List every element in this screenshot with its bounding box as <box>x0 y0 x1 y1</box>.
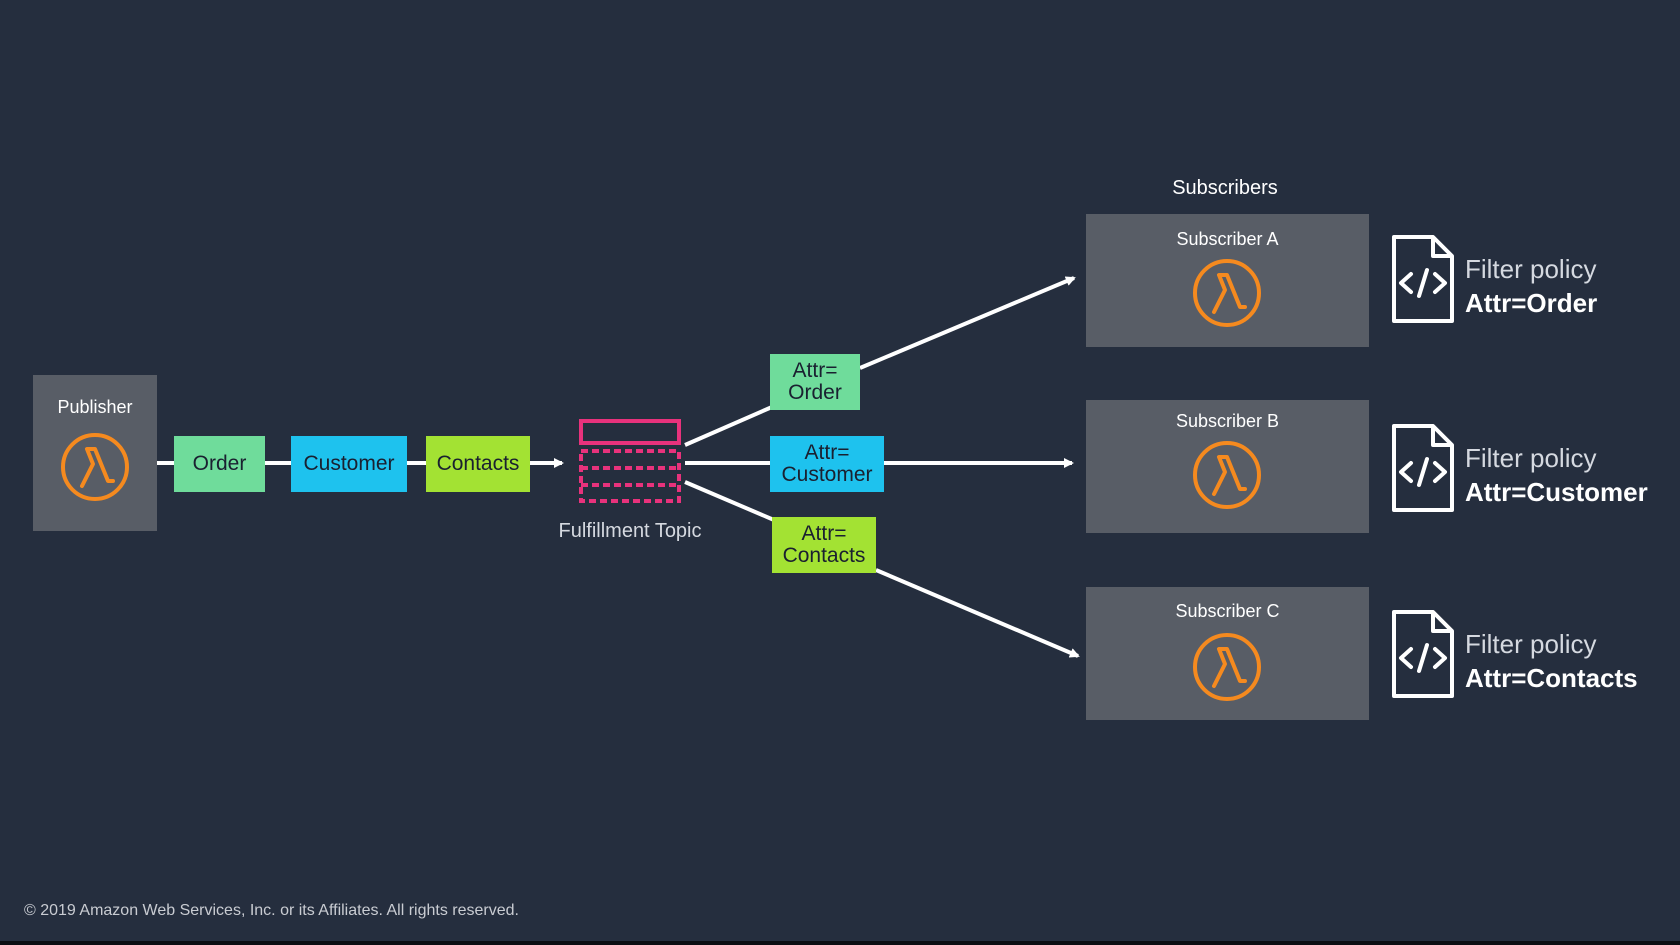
lambda-icon <box>1193 633 1261 701</box>
message-order: Order <box>174 436 265 492</box>
copyright-notice: © 2019 Amazon Web Services, Inc. or its … <box>24 902 519 919</box>
subscriber-b-box: Subscriber B <box>1086 400 1369 533</box>
subscriber-a-title: Subscriber A <box>1176 229 1279 249</box>
subscriber-b-title: Subscriber B <box>1175 411 1280 431</box>
subscriber-c-title: Subscriber C <box>1175 601 1280 621</box>
topic-to-order-line <box>684 405 773 447</box>
lambda-icon <box>1193 259 1261 327</box>
topic-to-contacts-line <box>684 480 775 522</box>
code-document-icon <box>1392 424 1454 512</box>
attr-order-tag: Attr= Order <box>770 354 860 410</box>
attr-contacts-tag: Attr= Contacts <box>772 517 876 573</box>
filter-policy-a: Filter policy Attr=Order <box>1465 252 1597 320</box>
filter-policy-b-value: Attr=Customer <box>1465 477 1648 507</box>
attr-customer-tag: Attr= Customer <box>770 436 884 492</box>
topic-icon <box>579 419 681 503</box>
contacts-to-subscriber-c-arrow <box>875 568 1080 658</box>
filter-policy-a-value: Attr=Order <box>1465 288 1598 318</box>
filter-policy-c-label: Filter policy <box>1465 629 1597 659</box>
filter-policy-b-label: Filter policy <box>1465 443 1597 473</box>
bottom-bar <box>0 941 1680 945</box>
subscriber-c-box: Subscriber C <box>1086 587 1369 720</box>
publisher-box: Publisher <box>33 375 157 531</box>
lambda-icon <box>1193 441 1261 509</box>
subscriber-a-box: Subscriber A <box>1086 214 1369 347</box>
filter-policy-b: Filter policy Attr=Customer <box>1465 441 1648 509</box>
message-customer: Customer <box>291 436 407 492</box>
filter-policy-c: Filter policy Attr=Contacts <box>1465 627 1638 695</box>
subscribers-heading: Subscribers <box>1172 177 1278 199</box>
code-document-icon <box>1392 235 1454 323</box>
lambda-icon <box>61 433 129 501</box>
order-to-subscriber-a-arrow <box>859 276 1076 370</box>
topic-label: Fulfillment Topic <box>558 520 702 542</box>
filter-policy-a-label: Filter policy <box>1465 254 1597 284</box>
publisher-title: Publisher <box>57 397 133 417</box>
message-contacts: Contacts <box>426 436 530 492</box>
code-document-icon <box>1392 610 1454 698</box>
filter-policy-c-value: Attr=Contacts <box>1465 663 1638 693</box>
